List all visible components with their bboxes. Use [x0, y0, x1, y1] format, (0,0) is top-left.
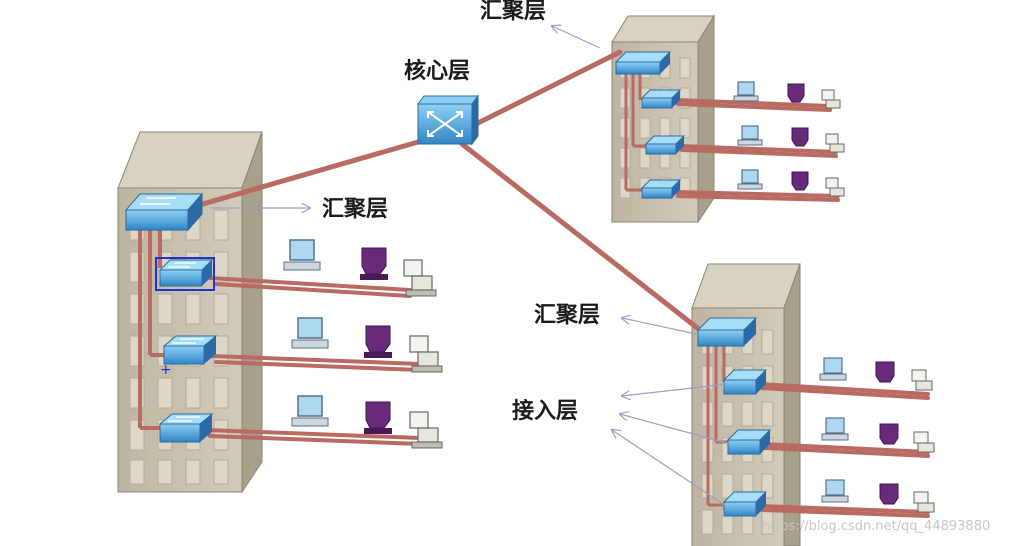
label-aggregation-right: 汇聚层 — [534, 303, 600, 328]
computer-icon — [283, 239, 321, 271]
computer-icon — [733, 81, 759, 102]
printer-icon — [409, 335, 443, 373]
server-icon — [364, 401, 392, 434]
printer-icon — [409, 411, 443, 449]
switch-icon — [614, 51, 672, 75]
switch-icon — [726, 429, 772, 455]
label-aggregation-left: 汇聚层 — [322, 197, 388, 222]
switch-icon — [722, 369, 768, 395]
switch-icon: + — [160, 335, 218, 378]
access-cables — [204, 98, 930, 518]
switch-icon — [644, 135, 686, 155]
computer-icon — [737, 169, 763, 190]
server-icon — [364, 325, 392, 358]
switch-icon — [640, 89, 682, 109]
svg-text:+: + — [160, 362, 172, 378]
server-icon — [879, 483, 899, 505]
printer-icon — [403, 259, 437, 297]
switch-icon — [696, 317, 758, 347]
label-core-layer: 核心层 — [404, 58, 470, 84]
server-icon — [360, 247, 388, 280]
computer-icon — [819, 357, 847, 381]
label-aggregation-top: 汇聚层 — [480, 0, 546, 24]
watermark: https://blog.csdn.net/qq_44893880 — [762, 519, 990, 534]
core-switch-icon — [417, 94, 479, 146]
server-icon — [791, 127, 809, 147]
label-access-layer: 接入层 — [512, 399, 578, 424]
core-to-left-aggregation-link — [193, 139, 421, 209]
printer-icon — [821, 89, 841, 109]
switch-icon — [158, 413, 214, 443]
pointer-arrows — [210, 26, 731, 507]
server-icon — [875, 361, 895, 383]
switch-icon — [722, 491, 768, 517]
computer-icon — [291, 317, 329, 349]
printer-icon — [825, 133, 845, 153]
computer-icon — [737, 125, 763, 146]
printer-icon — [913, 431, 935, 453]
computer-icon — [821, 417, 849, 441]
server-icon — [787, 83, 805, 103]
printer-icon — [913, 491, 935, 513]
switch-icon — [640, 179, 682, 199]
server-icon — [879, 423, 899, 445]
computer-icon — [291, 395, 329, 427]
uplinks — [193, 49, 703, 333]
switch-icon — [124, 192, 204, 232]
switch-icon — [155, 257, 215, 291]
computer-icon — [821, 479, 849, 503]
core-to-top-right-aggregation-link — [469, 49, 623, 129]
printer-icon — [911, 369, 933, 391]
printer-icon — [825, 177, 845, 197]
server-icon — [791, 171, 809, 191]
core-to-bottom-right-aggregation-link — [459, 141, 703, 333]
